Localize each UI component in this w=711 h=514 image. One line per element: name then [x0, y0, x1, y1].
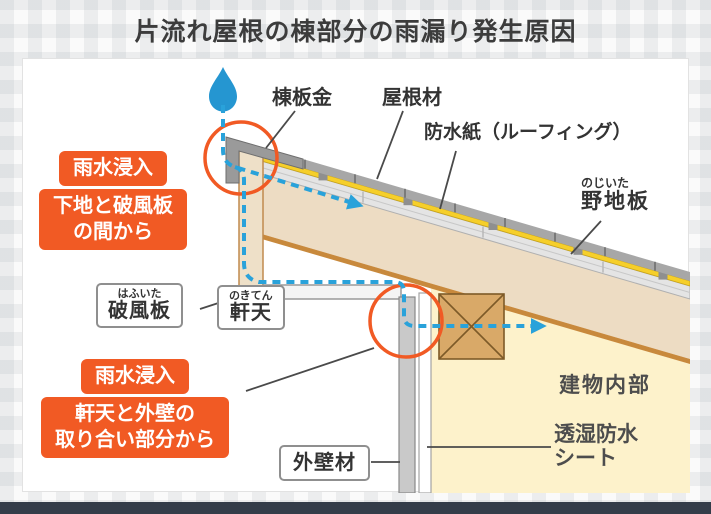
- leader-ridge-flashing: [265, 110, 296, 149]
- callout-leak-ridge-body-line1: 下地と破風板: [53, 195, 173, 217]
- outer-wall-cladding: [398, 296, 416, 493]
- tag-outer-wall-label: 外壁材: [293, 452, 356, 474]
- water-drop-icon: [209, 67, 237, 112]
- callout-leak-ridge-body: 下地と破風板 の間から: [39, 189, 187, 250]
- leader-leak2-callout: [245, 347, 375, 392]
- roof-substrate-band: [241, 168, 690, 359]
- callout-leak-soffit-wall-body: 軒天と外壁の 取り合い部分から: [41, 397, 229, 458]
- tag-soffit-label: 軒天: [229, 302, 272, 325]
- tag-bargeboard: はふいた 破風板: [96, 283, 183, 329]
- leak-circle-ridge: [203, 120, 279, 196]
- callout-leak-soffit-wall: 雨水浸入 軒天と外壁の 取り合い部分から: [41, 359, 229, 458]
- sheathing-plank-line: [240, 161, 690, 293]
- label-sheathing-ruby: のじいた: [581, 176, 630, 190]
- page-title: 片流れ屋根の棟部分の雨漏り発生原因: [134, 18, 577, 46]
- label-roofing-material: 屋根材: [382, 87, 442, 109]
- tag-bargeboard-label: 破風板: [108, 300, 171, 323]
- leader-roofing-material: [376, 110, 404, 180]
- leader-sheathing: [570, 220, 602, 255]
- label-breathable-sheet-line2: シート: [554, 447, 617, 471]
- roof-cross-section-diagram: [199, 67, 690, 493]
- water-path-under-roof: [221, 105, 364, 210]
- roofing-tile-steps: [304, 159, 656, 271]
- tag-outer-wall: 外壁材: [279, 445, 370, 481]
- breathable-waterproof-sheet: [418, 292, 432, 493]
- label-sheathing-main: 野地板: [581, 190, 650, 214]
- tag-bargeboard-ruby: はふいた: [117, 288, 162, 300]
- label-waterproof-paper: 防水紙（ルーフィング）: [424, 122, 632, 143]
- label-ridge-flashing: 棟板金: [272, 87, 332, 109]
- tag-soffit-ruby: のきてん: [229, 290, 273, 302]
- callout-leak-ridge: 雨水浸入 下地と破風板 の間から: [39, 151, 187, 250]
- leader-waterproof-paper: [439, 150, 457, 210]
- label-breathable-sheet-line1: 透湿防水: [554, 423, 638, 446]
- leader-lines: [199, 110, 602, 463]
- callout-leak-ridge-heading: 雨水浸入: [59, 151, 167, 186]
- label-breathable-sheet: 透湿防水 シート: [554, 423, 638, 471]
- footer-bar: [0, 502, 711, 514]
- leak-circle-soffit-wall: [368, 283, 444, 359]
- label-sheathing: のじいた 野地板: [581, 176, 650, 214]
- tag-soffit: のきてん 軒天: [217, 285, 285, 331]
- callout-leak-ridge-body-line2: の間から: [73, 221, 153, 243]
- callout-leak-soffit-wall-body-line1: 軒天と外壁の: [75, 403, 195, 425]
- callout-leak-soffit-wall-heading: 雨水浸入: [81, 359, 189, 394]
- ridge-flashing-cap: [225, 136, 304, 184]
- label-building-interior: 建物内部: [559, 374, 651, 397]
- water-leak-paths: [221, 105, 547, 334]
- callout-leak-soffit-wall-body-line2: 取り合い部分から: [55, 429, 215, 451]
- waterproof-paper-clips: [318, 172, 668, 280]
- diagram-panel: 棟板金 屋根材 防水紙（ルーフィング） のじいた 野地板 建物内部 透湿防水 シ…: [22, 58, 690, 493]
